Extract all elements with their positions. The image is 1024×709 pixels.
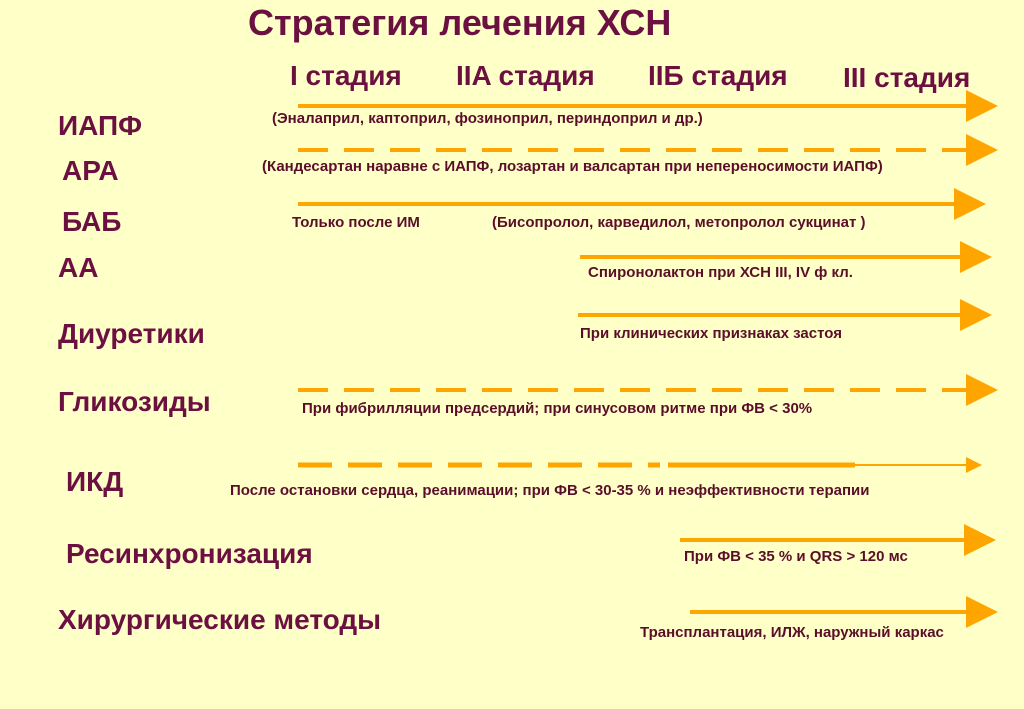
row-label-aa: АА	[58, 252, 99, 283]
stage-1-header: I стадия	[290, 60, 402, 91]
note-diuretics: При клинических признаках застоя	[580, 325, 842, 342]
row-label-icd: ИКД	[66, 466, 124, 497]
note-glycosides: При фибрилляции предсердий; при синусово…	[302, 400, 813, 417]
stage-3-header: III стадия	[843, 62, 971, 93]
row-label-bab: БАБ	[62, 206, 122, 237]
row-label-surgery: Хирургические методы	[58, 604, 382, 635]
note-icd: После остановки сердца, реанимации; при …	[230, 482, 870, 499]
note-bab-drugs: (Бисопролол, карведилол, метопролол сукц…	[492, 214, 866, 231]
stage-2b-header: IIБ стадия	[648, 60, 788, 91]
note-aa: Спиронолактон при ХСН III, IV ф кл.	[588, 264, 853, 281]
note-surgery: Трансплантация, ИЛЖ, наружный каркас	[640, 624, 944, 641]
note-bab-postmi: Только после ИМ	[292, 214, 420, 231]
note-iapf: (Эналаприл, каптоприл, фозиноприл, перин…	[272, 110, 703, 127]
row-label-ara: АРА	[62, 155, 119, 186]
page-title: Стратегия лечения ХСН	[248, 2, 672, 43]
note-ara: (Кандесартан наравне с ИАПФ, лозартан и …	[262, 158, 883, 175]
row-label-diuretics: Диуретики	[58, 318, 205, 349]
row-label-glycosides: Гликозиды	[58, 386, 211, 417]
row-label-crt: Ресинхронизация	[66, 538, 313, 569]
stage-2a-header: IIA стадия	[456, 60, 595, 91]
note-crt: При ФВ < 35 % и QRS > 120 мс	[684, 548, 908, 565]
row-label-iapf: ИАПФ	[58, 110, 142, 141]
